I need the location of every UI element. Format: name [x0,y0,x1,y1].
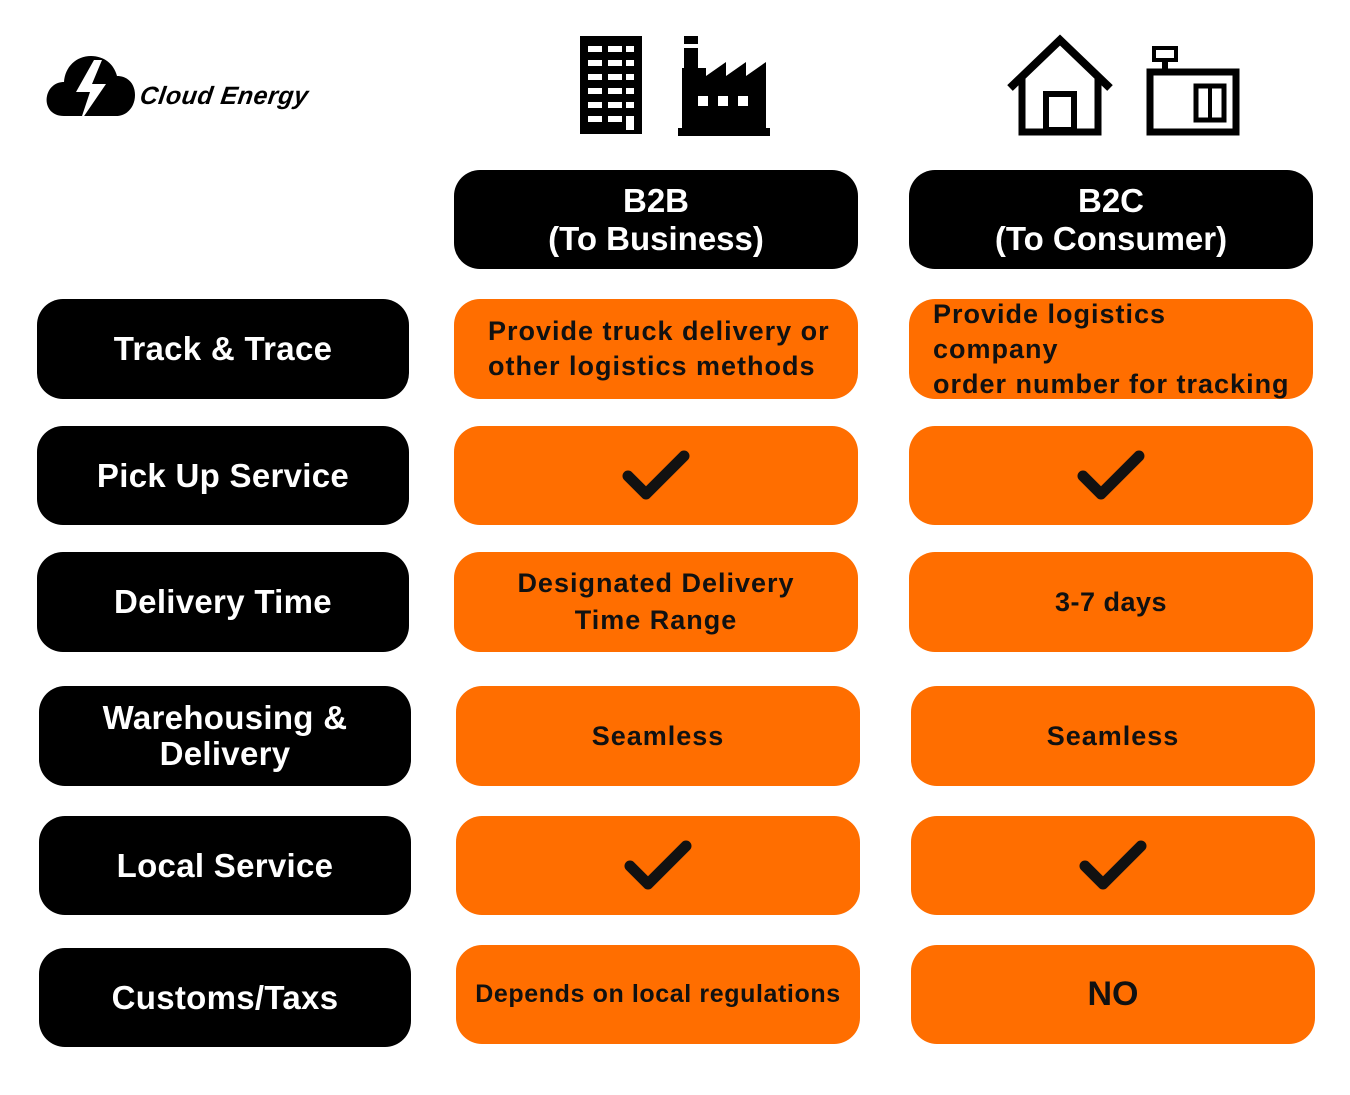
office-building-icon [580,36,642,134]
brand-name: Cloud Energy [138,82,311,110]
row-label-delivery-time: Delivery Time [37,552,409,652]
store-icon [1146,46,1240,136]
cell-local-service-b2b [456,816,860,915]
row-label-pick-up-service: Pick Up Service [37,426,409,525]
cell-warehousing-b2c: Seamless [911,686,1315,786]
check-icon [624,840,692,889]
column-header-b2b: B2B (To Business) [454,170,858,269]
cell-pick-up-b2b [454,426,858,525]
row-label-customs-taxs: Customs/Taxs [39,948,411,1047]
cell-track-trace-b2b: Provide truck delivery or other logistic… [454,299,858,399]
row-label-local-service: Local Service [39,816,411,915]
factory-icon [678,36,770,136]
cell-customs-b2c: NO [911,945,1315,1044]
column-header-b2c: B2C (To Consumer) [909,170,1313,269]
cell-local-service-b2c [911,816,1315,915]
cloud-lightning-icon [46,56,135,122]
cell-pick-up-b2c [909,426,1313,525]
cell-delivery-time-b2b: Designated Delivery Time Range [454,552,858,652]
house-icon [1007,34,1113,136]
check-icon [1079,840,1147,889]
cell-delivery-time-b2c: 3-7 days [909,552,1313,652]
check-icon [1077,450,1145,499]
check-icon [622,450,690,499]
cell-track-trace-b2c: Provide logistics company order number f… [909,299,1313,399]
row-label-warehousing-delivery: Warehousing & Delivery [39,686,411,786]
row-label-track-trace: Track & Trace [37,299,409,399]
cell-warehousing-b2b: Seamless [456,686,860,786]
cell-customs-b2b: Depends on local regulations [456,945,860,1044]
